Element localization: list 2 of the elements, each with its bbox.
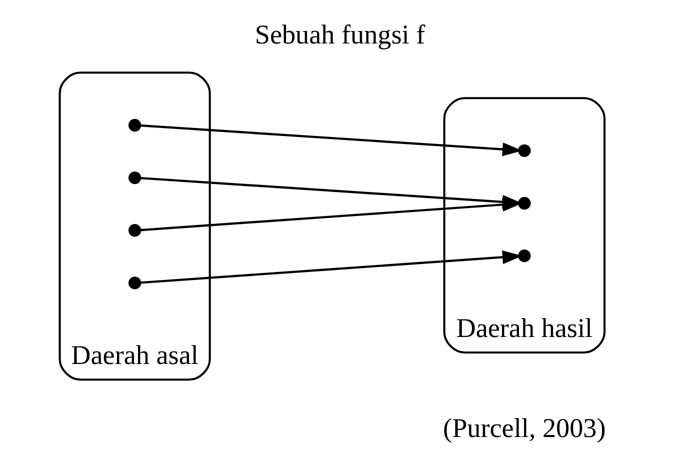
diagram-title: Sebuah fungsi f — [254, 19, 426, 50]
caption: (Purcell, 2003) — [443, 412, 606, 443]
